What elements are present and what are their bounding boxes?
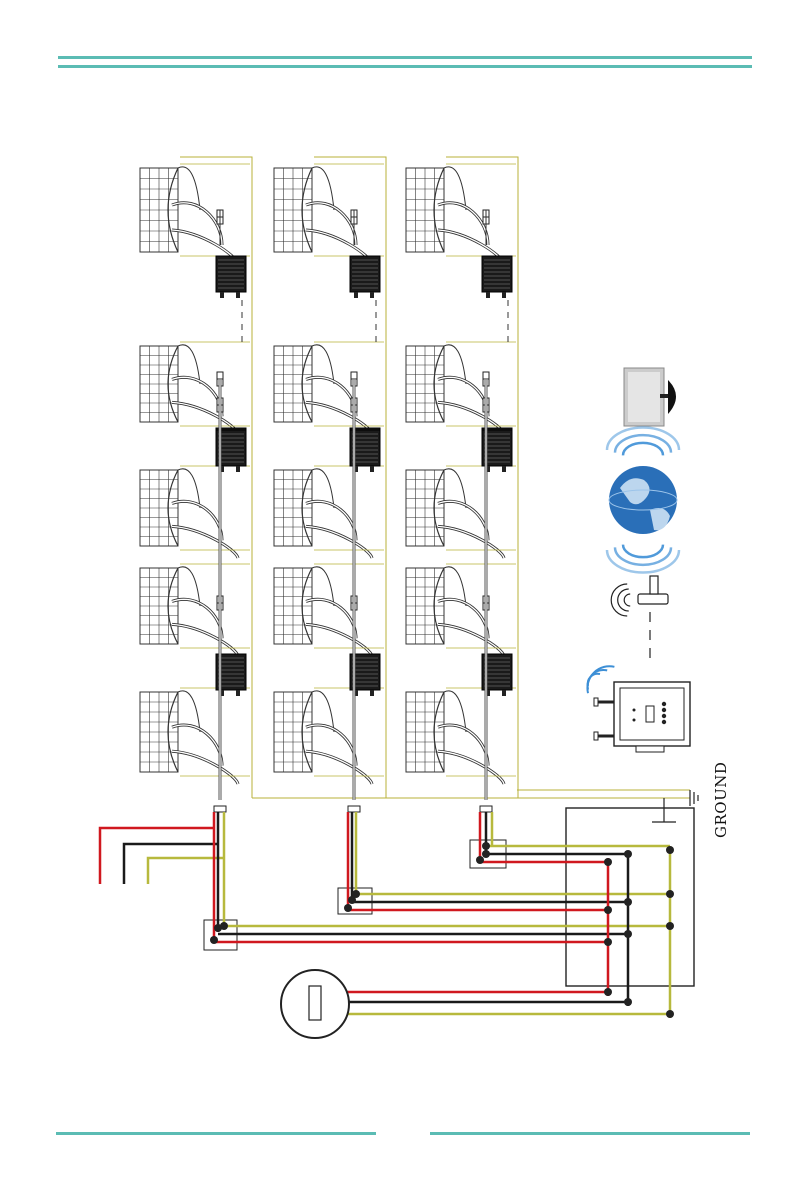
solar-panel-icon bbox=[274, 564, 384, 656]
micro-inverter-icon bbox=[216, 256, 246, 298]
micro-inverter-icon bbox=[482, 256, 512, 298]
solar-panel-icon bbox=[140, 564, 250, 656]
terminal-dot bbox=[604, 988, 612, 996]
terminal-dot bbox=[482, 850, 490, 858]
solar-panel-array bbox=[140, 164, 516, 784]
terminal-dot bbox=[482, 842, 490, 850]
solar-panel-icon bbox=[406, 564, 516, 656]
solar-panel-icon bbox=[406, 342, 516, 434]
terminal-dot bbox=[624, 930, 632, 938]
terminal-dot bbox=[210, 936, 218, 944]
terminal-dot bbox=[624, 998, 632, 1006]
ground-symbol-icon bbox=[690, 790, 698, 806]
trunk-end-cap bbox=[480, 806, 492, 812]
terminal-dot bbox=[666, 890, 674, 898]
terminal-dot bbox=[604, 858, 612, 866]
micro-inverter-icon bbox=[350, 256, 380, 298]
terminal-dot bbox=[666, 922, 674, 930]
solar-panel-icon bbox=[140, 466, 250, 558]
terminal-dot bbox=[624, 898, 632, 906]
meter-display bbox=[309, 986, 321, 1020]
terminal-dot bbox=[476, 856, 484, 864]
ac-wiring bbox=[100, 210, 698, 1018]
earth-wire bbox=[148, 858, 224, 884]
terminal-dot bbox=[666, 1010, 674, 1018]
terminal-dot bbox=[352, 890, 360, 898]
distribution-box-icon bbox=[566, 808, 694, 986]
terminal-dot bbox=[220, 922, 228, 930]
solar-panel-icon bbox=[140, 342, 250, 434]
terminal-dot bbox=[624, 850, 632, 858]
solar-panel-icon bbox=[140, 164, 250, 264]
solar-panel-icon bbox=[406, 164, 516, 264]
ground-label: GROUND bbox=[712, 762, 730, 838]
micro-inverter-array bbox=[216, 210, 512, 696]
solar-panel-icon bbox=[274, 164, 384, 264]
neutral-wire bbox=[124, 844, 218, 884]
solar-panel-icon bbox=[274, 688, 384, 784]
trunk-end-cap bbox=[348, 806, 360, 812]
solar-panel-icon bbox=[274, 466, 384, 558]
solar-panel-icon bbox=[140, 688, 250, 784]
terminal-dot bbox=[604, 938, 612, 946]
solar-panel-icon bbox=[406, 688, 516, 784]
terminal-dot bbox=[604, 906, 612, 914]
wifi-router-icon bbox=[611, 576, 668, 666]
frame-line bbox=[180, 157, 252, 798]
solar-panel-icon bbox=[274, 342, 384, 434]
solar-panel-icon bbox=[406, 466, 516, 558]
monitoring-gateway-icon bbox=[587, 666, 690, 752]
frame-line bbox=[314, 157, 386, 798]
frame-line bbox=[446, 157, 518, 798]
display-monitor-icon bbox=[624, 368, 676, 426]
terminal-dot bbox=[666, 846, 674, 854]
trunk-end-cap bbox=[214, 806, 226, 812]
live-wire bbox=[100, 828, 214, 884]
globe-internet-icon bbox=[607, 428, 679, 573]
terminal-dot bbox=[344, 904, 352, 912]
